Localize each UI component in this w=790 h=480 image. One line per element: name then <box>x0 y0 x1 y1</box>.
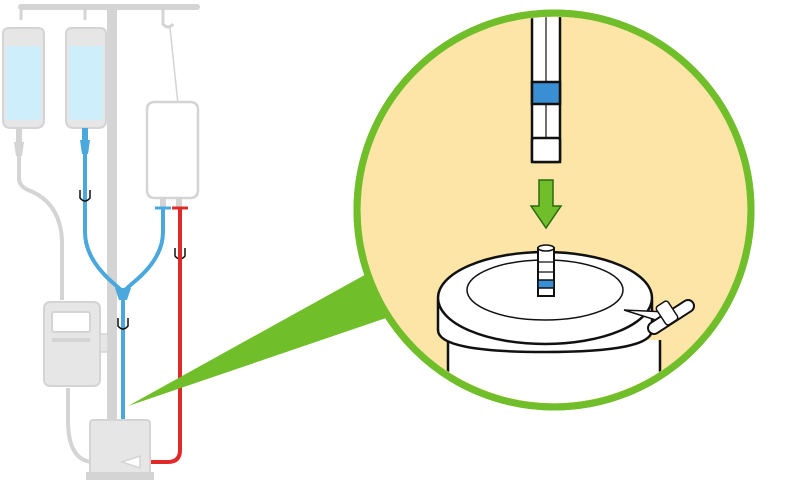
port-connector-icon <box>436 244 695 403</box>
arrow-down-icon <box>529 179 563 230</box>
dialysis-filter-icon <box>86 419 154 480</box>
y-connector <box>115 288 131 300</box>
blue-tubing <box>83 154 171 420</box>
infusion-pump-icon <box>43 301 109 387</box>
clamp-icon <box>117 318 129 330</box>
zoom-pointer <box>128 272 392 406</box>
gray-tubing <box>17 156 64 300</box>
fluid-bag-icon <box>2 27 45 156</box>
iv-pole-icon <box>18 4 200 480</box>
fluid-bag-icon <box>65 27 107 154</box>
drainage-bag-icon <box>145 100 200 208</box>
zoom-detail <box>353 9 755 411</box>
clamp-icon <box>79 190 91 202</box>
tube-connector-icon <box>530 17 562 164</box>
red-tubing <box>140 206 188 464</box>
